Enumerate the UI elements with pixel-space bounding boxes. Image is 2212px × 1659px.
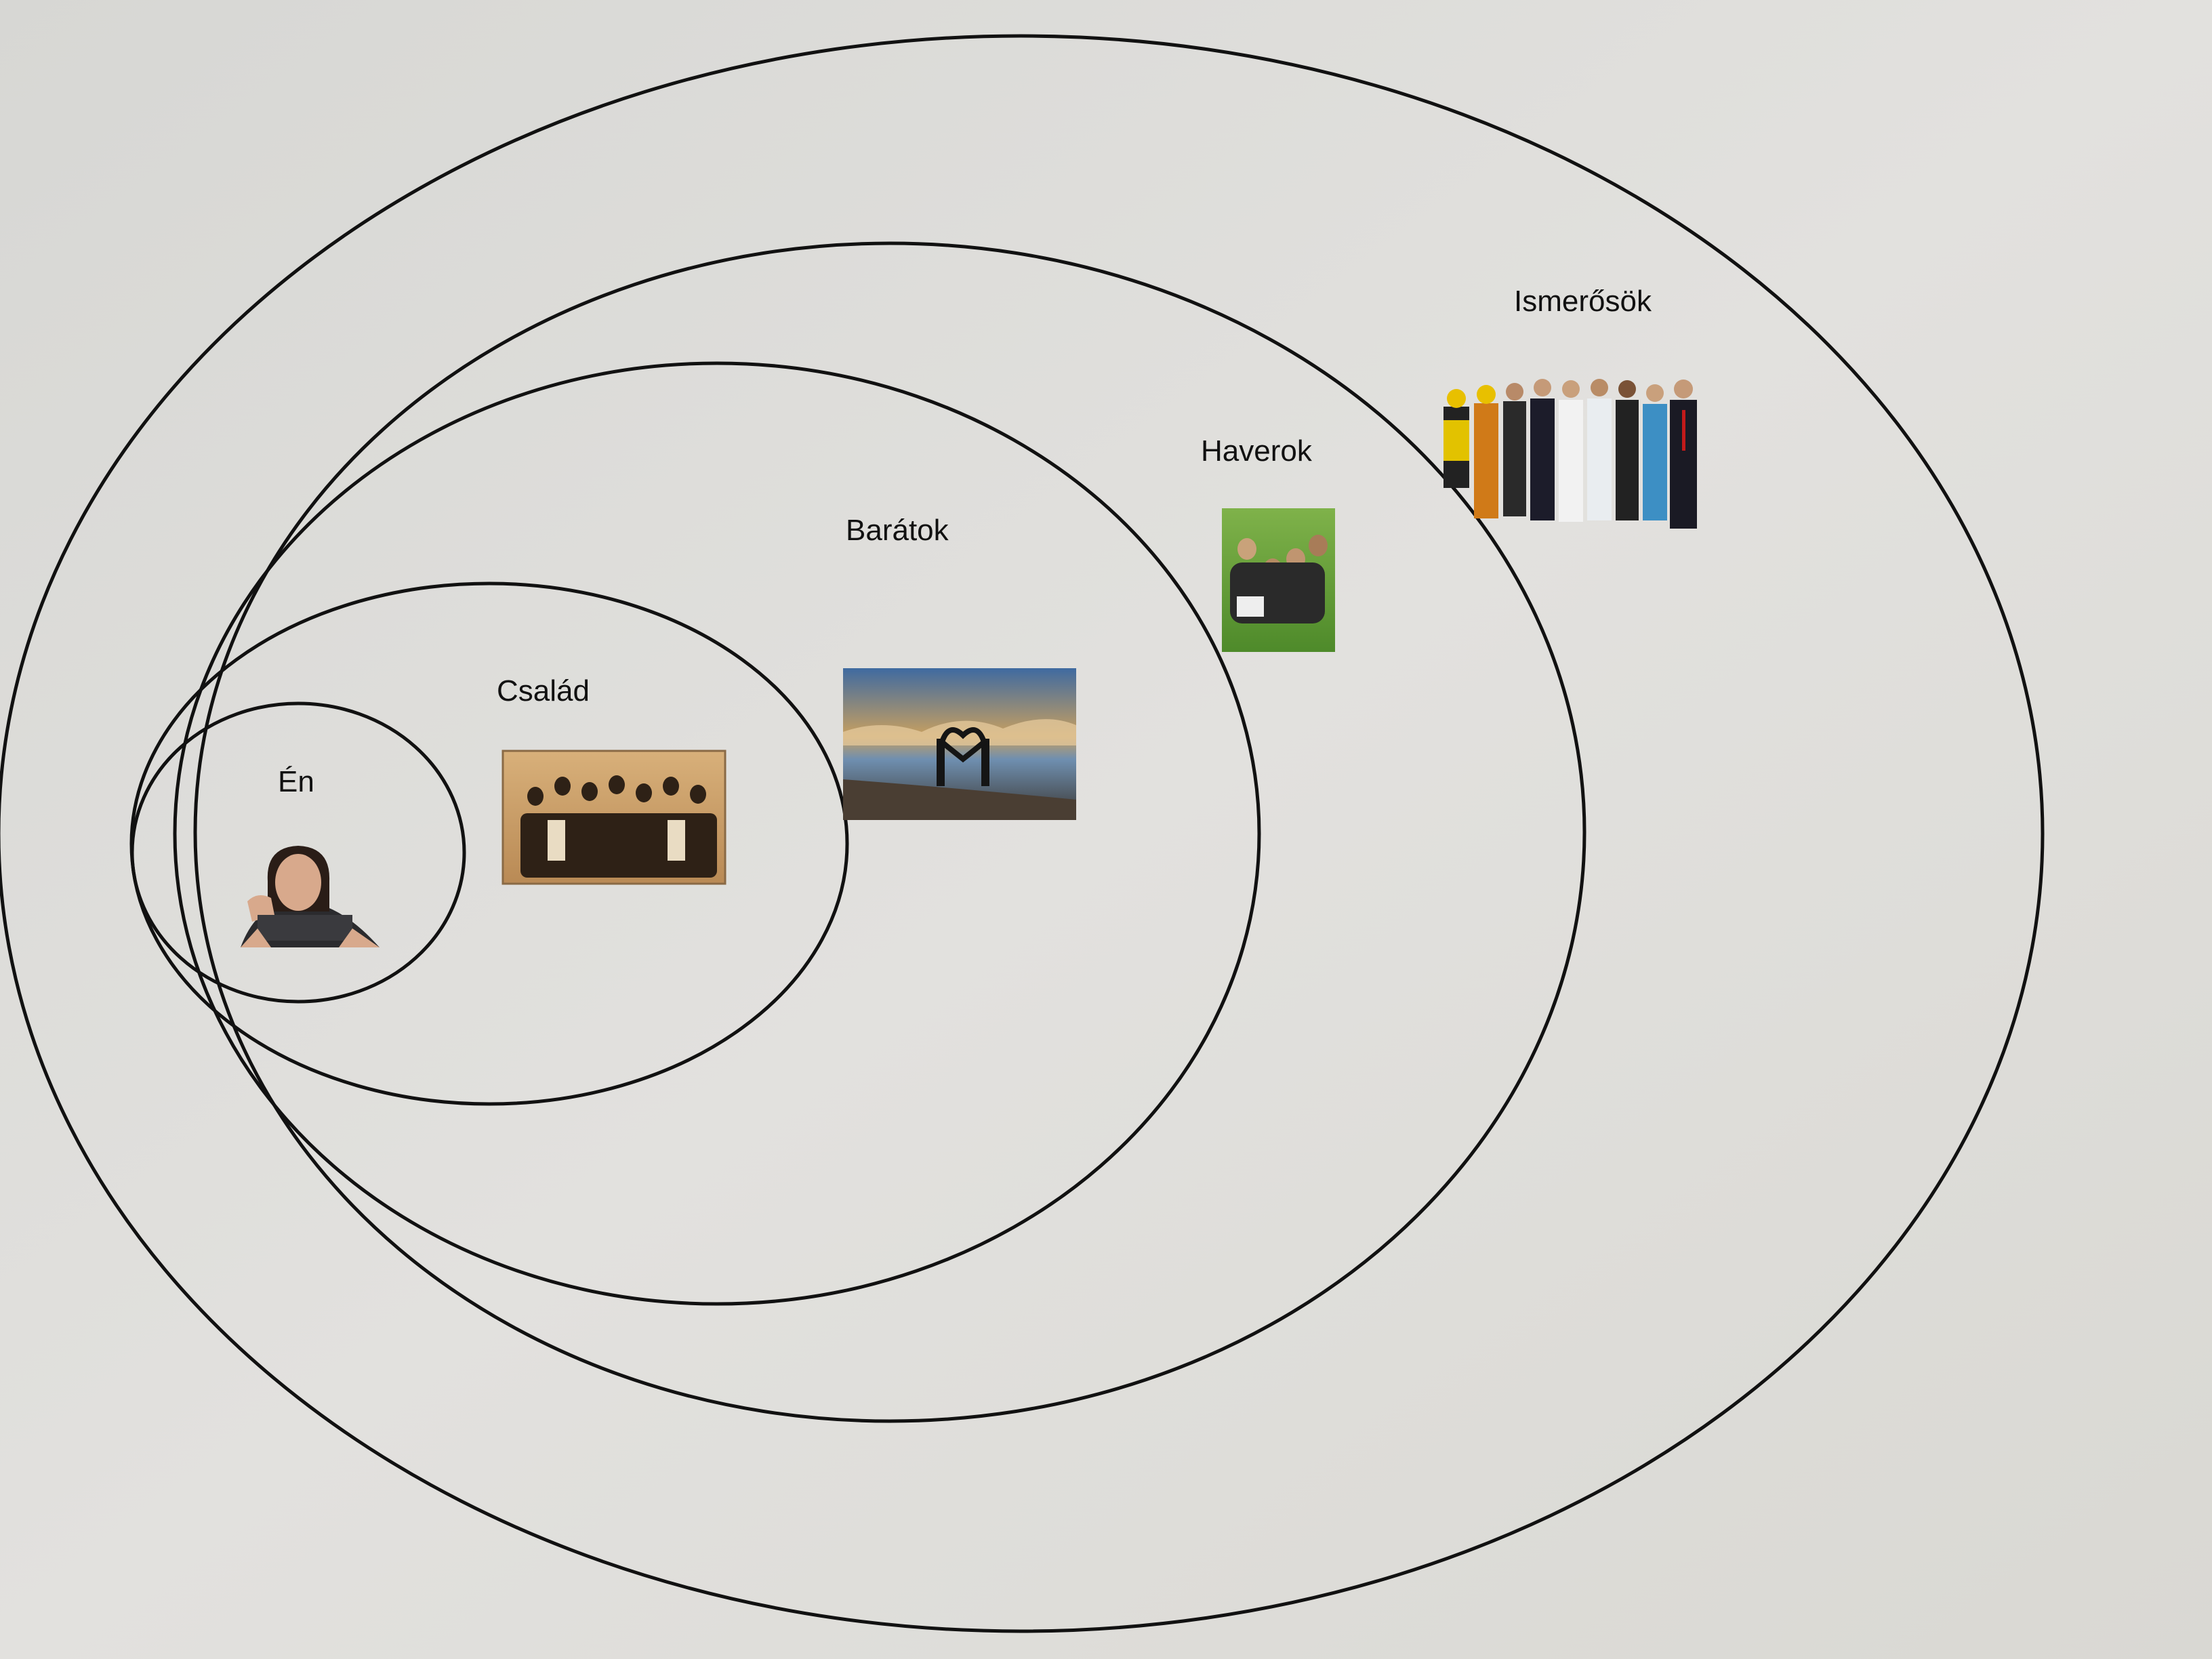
picture-family-photo: [501, 750, 726, 885]
ring-en: [130, 701, 466, 1004]
picture-friends-on-grass: [1222, 508, 1335, 652]
label-baratok: Barátok: [846, 514, 949, 547]
ring-ismerosok: [0, 34, 2045, 1633]
ring-baratok: [173, 361, 1261, 1306]
picture-young-woman: [241, 846, 380, 947]
label-csalad: Család: [497, 674, 590, 708]
label-ismerosok: Ismerősök: [1514, 285, 1652, 318]
label-en: Én: [278, 765, 314, 798]
picture-beach-heart: [843, 668, 1076, 820]
ring-haverok: [193, 241, 1586, 1423]
label-haverok: Haverok: [1201, 434, 1313, 468]
picture-crowd-workers: [1443, 379, 1697, 529]
